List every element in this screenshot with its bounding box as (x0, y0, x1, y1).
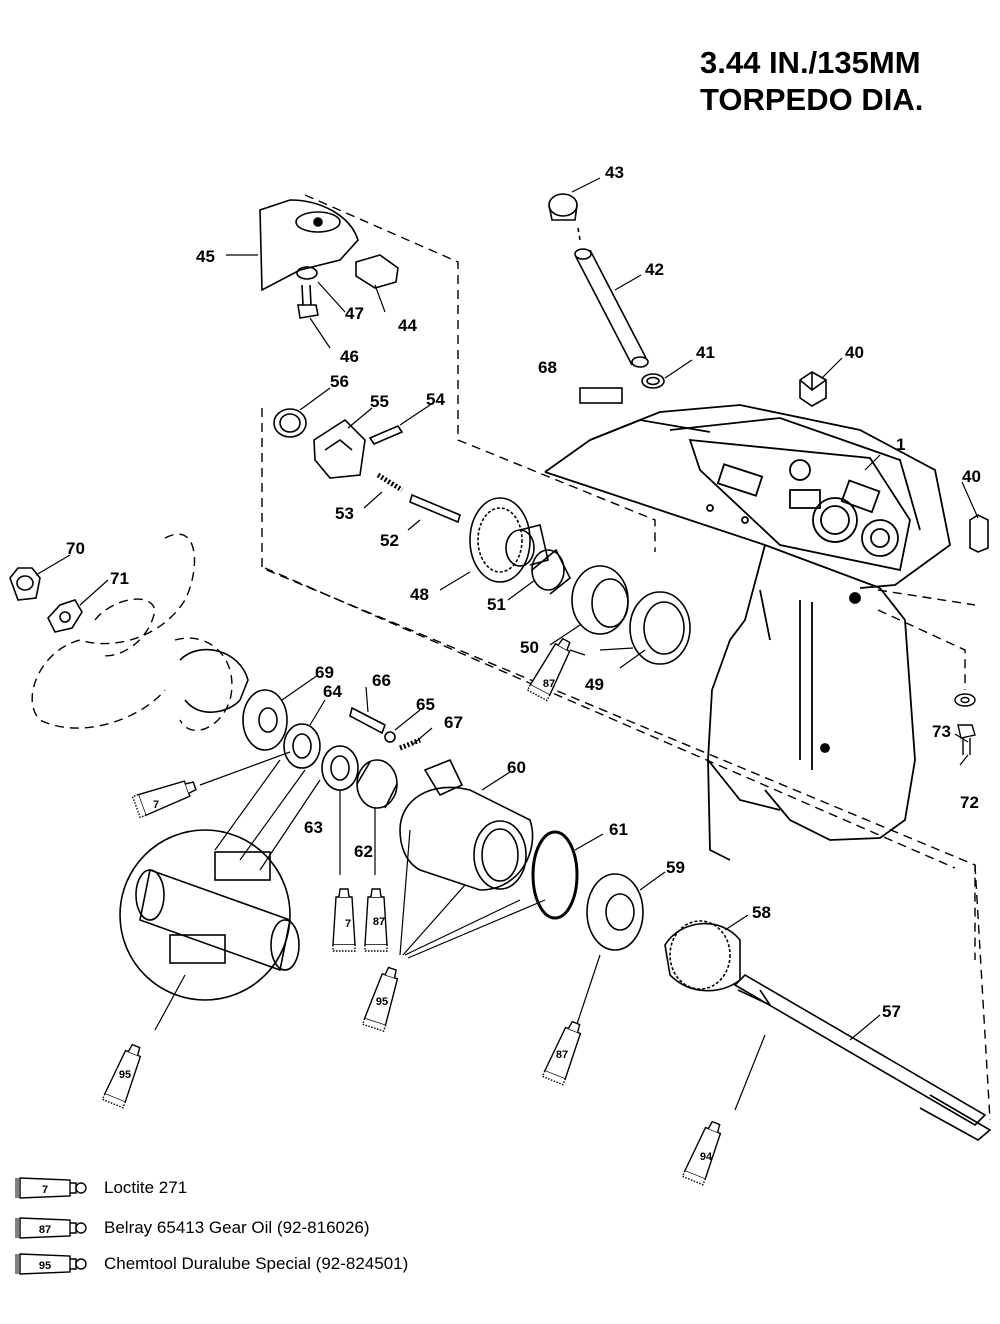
bearing-carrier-assembly (242, 689, 644, 951)
assembly-guide-lines (31, 194, 991, 1121)
part-label-48: 48 (410, 585, 429, 604)
trim-tab-assembly (259, 199, 399, 319)
part-label-57: 57 (882, 1002, 901, 1021)
lubricant-tube-icon: 87 (15, 1217, 87, 1239)
forward-gear-assembly (469, 497, 691, 665)
part-label-61: 61 (609, 820, 628, 839)
part-label-70: 70 (66, 539, 85, 558)
leader-lines (35, 177, 979, 1111)
tube-label: 7 (345, 918, 351, 930)
part-label-44: 44 (398, 316, 417, 335)
diagram-title: 3.44 IN./135MM TORPEDO DIA. (700, 44, 990, 118)
part-label-71: 71 (110, 569, 129, 588)
part-label-65: 65 (416, 695, 435, 714)
part-label-1: 1 (896, 435, 905, 454)
lubricant-tube-icon: 7 (15, 1177, 87, 1199)
part-label-51: 51 (487, 595, 506, 614)
part-label-49: 49 (585, 675, 604, 694)
part-label-56: 56 (330, 372, 349, 391)
gearcase-housing (544, 404, 951, 861)
part-label-60: 60 (507, 758, 526, 777)
legend-item-belray-gear-oil: 87 Belray 65413 Gear Oil (92-816026) (12, 1215, 370, 1241)
legend-item-loctite: 7 Loctite 271 (12, 1175, 187, 1201)
drive-shaft-assembly (664, 920, 992, 1141)
bolt-washer-72-73 (954, 693, 976, 755)
tube-label: 87 (556, 1049, 568, 1061)
part-label-67: 67 (444, 713, 463, 732)
part-label-43: 43 (605, 163, 624, 182)
part-label-73: 73 (932, 722, 951, 741)
tube-label: 87 (543, 678, 555, 690)
part-label-45: 45 (196, 247, 215, 266)
part-label-41: 41 (696, 343, 715, 362)
part-label-47: 47 (345, 304, 364, 323)
tube-label: 95 (119, 1069, 131, 1081)
inset-magnified-view (119, 829, 300, 1001)
lubricant-tube-icon: 95 (15, 1253, 87, 1275)
part-label-58: 58 (752, 903, 771, 922)
legend-code: 87 (39, 1224, 51, 1236)
legend-code: 95 (39, 1260, 51, 1272)
part-label-72: 72 (960, 793, 979, 812)
propeller-hardware (9, 567, 249, 713)
lubricant-tubes (101, 637, 722, 1186)
part-label-62: 62 (354, 842, 373, 861)
part-label-63: 63 (304, 818, 323, 837)
part-label-42: 42 (645, 260, 664, 279)
part-label-59: 59 (666, 858, 685, 877)
legend-code: 7 (42, 1184, 48, 1196)
part-label-50: 50 (520, 638, 539, 657)
part-label-46: 46 (340, 347, 359, 366)
legend-text: Belray 65413 Gear Oil (92-816026) (104, 1218, 370, 1237)
part-label-66: 66 (372, 671, 391, 690)
part-label-68: 68 (538, 358, 557, 377)
part-label-40: 40 (962, 467, 981, 486)
title-line-1: 3.44 IN./135MM (700, 45, 921, 80)
tube-label: 95 (376, 996, 388, 1008)
legend-text: Chemtool Duralube Special (92-824501) (104, 1254, 409, 1273)
part-label-55: 55 (370, 392, 389, 411)
part-label-53: 53 (335, 504, 354, 523)
tube-label: 87 (373, 916, 385, 928)
title-line-2: TORPEDO DIA. (700, 82, 924, 117)
part-label-64: 64 (323, 682, 342, 701)
part-label-54: 54 (426, 390, 445, 409)
part-label-69: 69 (315, 663, 334, 682)
part-label-40: 40 (845, 343, 864, 362)
part-label-52: 52 (380, 531, 399, 550)
tube-label: 94 (700, 1151, 713, 1163)
tube-label: 7 (153, 799, 159, 811)
legend-text: Loctite 271 (104, 1178, 188, 1197)
legend-item-chemtool-duralube: 95 Chemtool Duralube Special (92-824501) (12, 1251, 408, 1277)
water-tube-assembly (548, 193, 989, 553)
shift-components (273, 408, 461, 524)
